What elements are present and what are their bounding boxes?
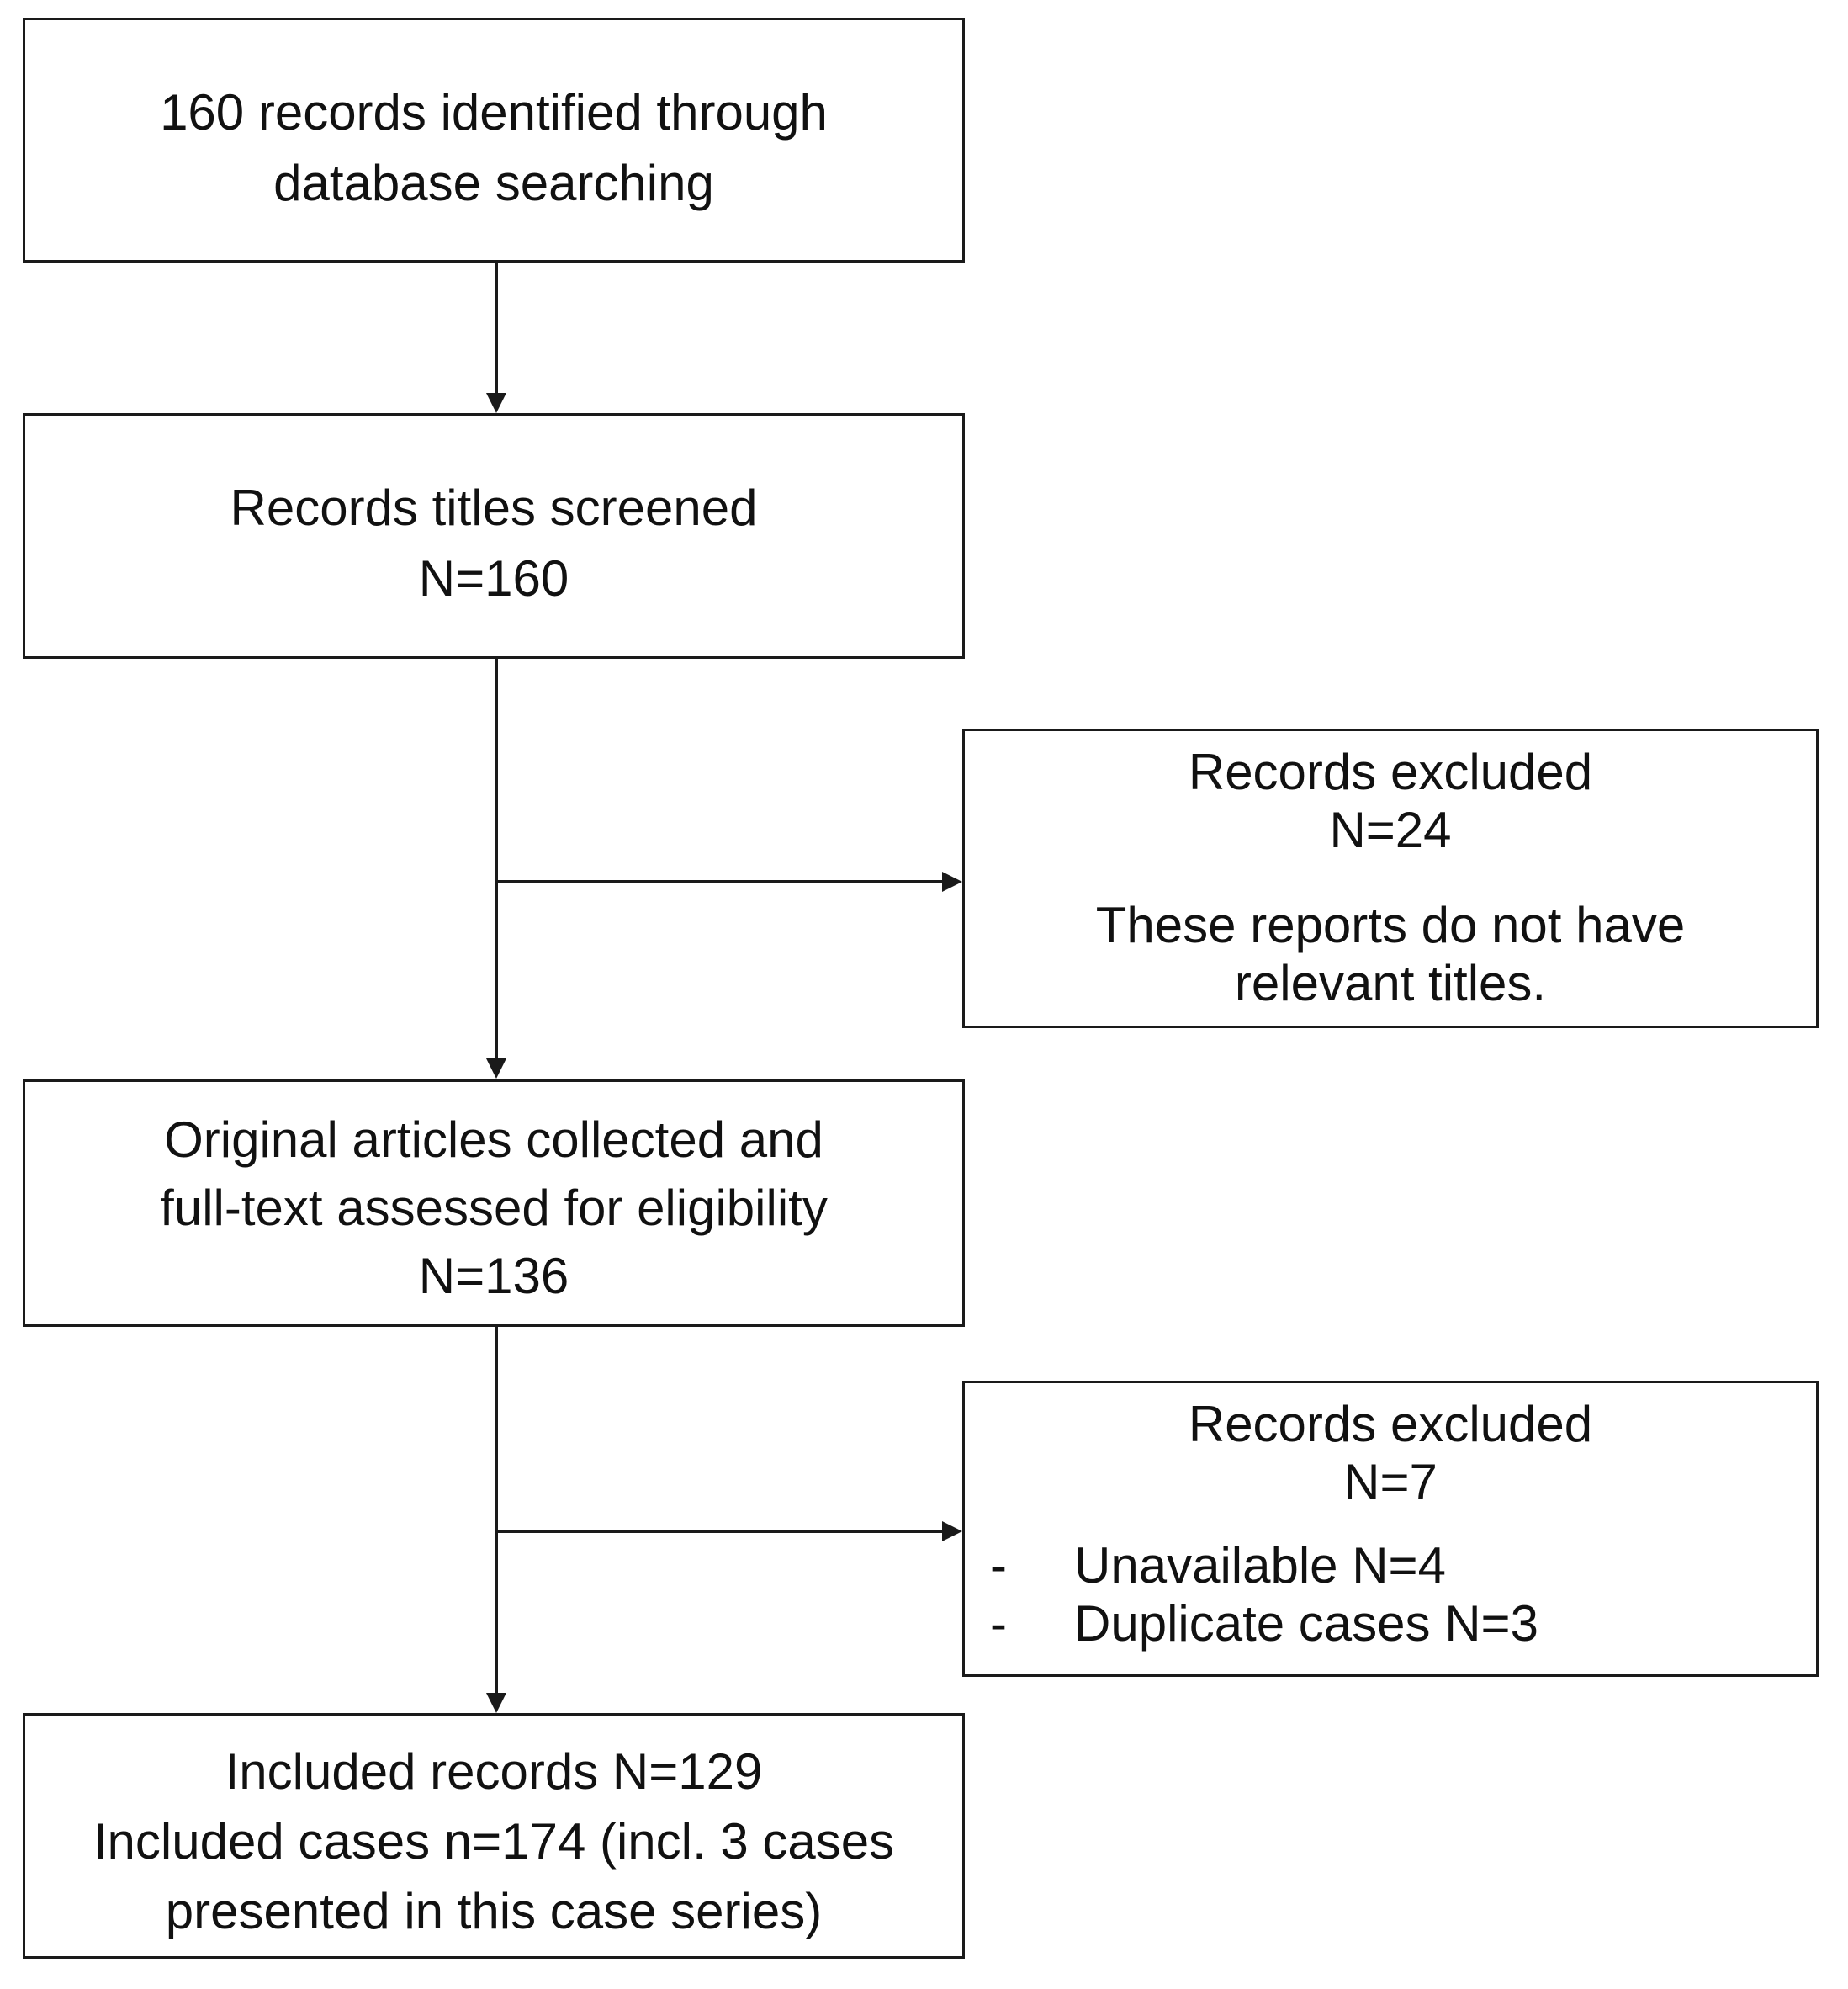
connector-screened-to-fulltext	[495, 659, 498, 1063]
excluded-fulltext-heading: Records excluded	[1188, 1396, 1593, 1452]
screening-line-1: Records titles screened	[230, 480, 758, 536]
arrow-to-excluded-fulltext-icon	[942, 1521, 962, 1541]
exclusion-reasons-list: - Unavailable N=4 - Duplicate cases N=3	[990, 1536, 1538, 1652]
excluded-titles-box: Records excluded N=24 These reports do n…	[962, 729, 1819, 1028]
eligibility-line-1: Original articles collected and	[164, 1111, 823, 1168]
identification-line-1: 160 records identified through	[160, 84, 828, 141]
exclusion-reason-text: Unavailable N=4	[1074, 1537, 1446, 1594]
identification-box: 160 records identified through database …	[23, 18, 965, 263]
arrow-to-excluded-titles-icon	[942, 872, 962, 892]
connector-identified-to-screened	[495, 263, 498, 397]
arrow-to-included-icon	[486, 1693, 506, 1713]
excluded-titles-count: N=24	[1329, 802, 1452, 858]
included-box: Included records N=129 Included cases n=…	[23, 1713, 965, 1959]
included-cases: Included cases n=174 (incl. 3 cases	[93, 1812, 895, 1870]
eligibility-count: N=136	[418, 1248, 569, 1304]
excluded-fulltext-box: Records excluded N=7 - Unavailable N=4 -…	[962, 1381, 1819, 1677]
excluded-titles-reason-2: relevant titles.	[1234, 955, 1547, 1011]
exclusion-reason-text: Duplicate cases N=3	[1074, 1595, 1538, 1652]
connector-fulltext-to-included	[495, 1327, 498, 1697]
included-records: Included records N=129	[225, 1743, 763, 1800]
arrow-to-fulltext-icon	[486, 1058, 506, 1079]
screening-count: N=160	[418, 550, 569, 607]
exclusion-reason-item: - Unavailable N=4	[990, 1536, 1538, 1594]
arrow-to-screened-icon	[486, 393, 506, 413]
identification-line-2: database searching	[273, 155, 714, 211]
eligibility-line-2: full-text assessed for eligibility	[160, 1180, 828, 1236]
included-cases-note: presented in this case series)	[165, 1882, 823, 1939]
excluded-fulltext-count: N=7	[1343, 1454, 1438, 1510]
screening-box: Records titles screened N=160	[23, 413, 965, 659]
excluded-titles-reason-1: These reports do not have	[1095, 897, 1686, 953]
connector-to-excluded-titles	[496, 880, 942, 883]
excluded-titles-heading: Records excluded	[1188, 744, 1593, 800]
connector-to-excluded-fulltext	[496, 1530, 942, 1533]
eligibility-box: Original articles collected and full-tex…	[23, 1079, 965, 1327]
bullet-dash: -	[990, 1595, 1007, 1652]
bullet-dash: -	[990, 1537, 1007, 1594]
exclusion-reason-item: - Duplicate cases N=3	[990, 1594, 1538, 1652]
